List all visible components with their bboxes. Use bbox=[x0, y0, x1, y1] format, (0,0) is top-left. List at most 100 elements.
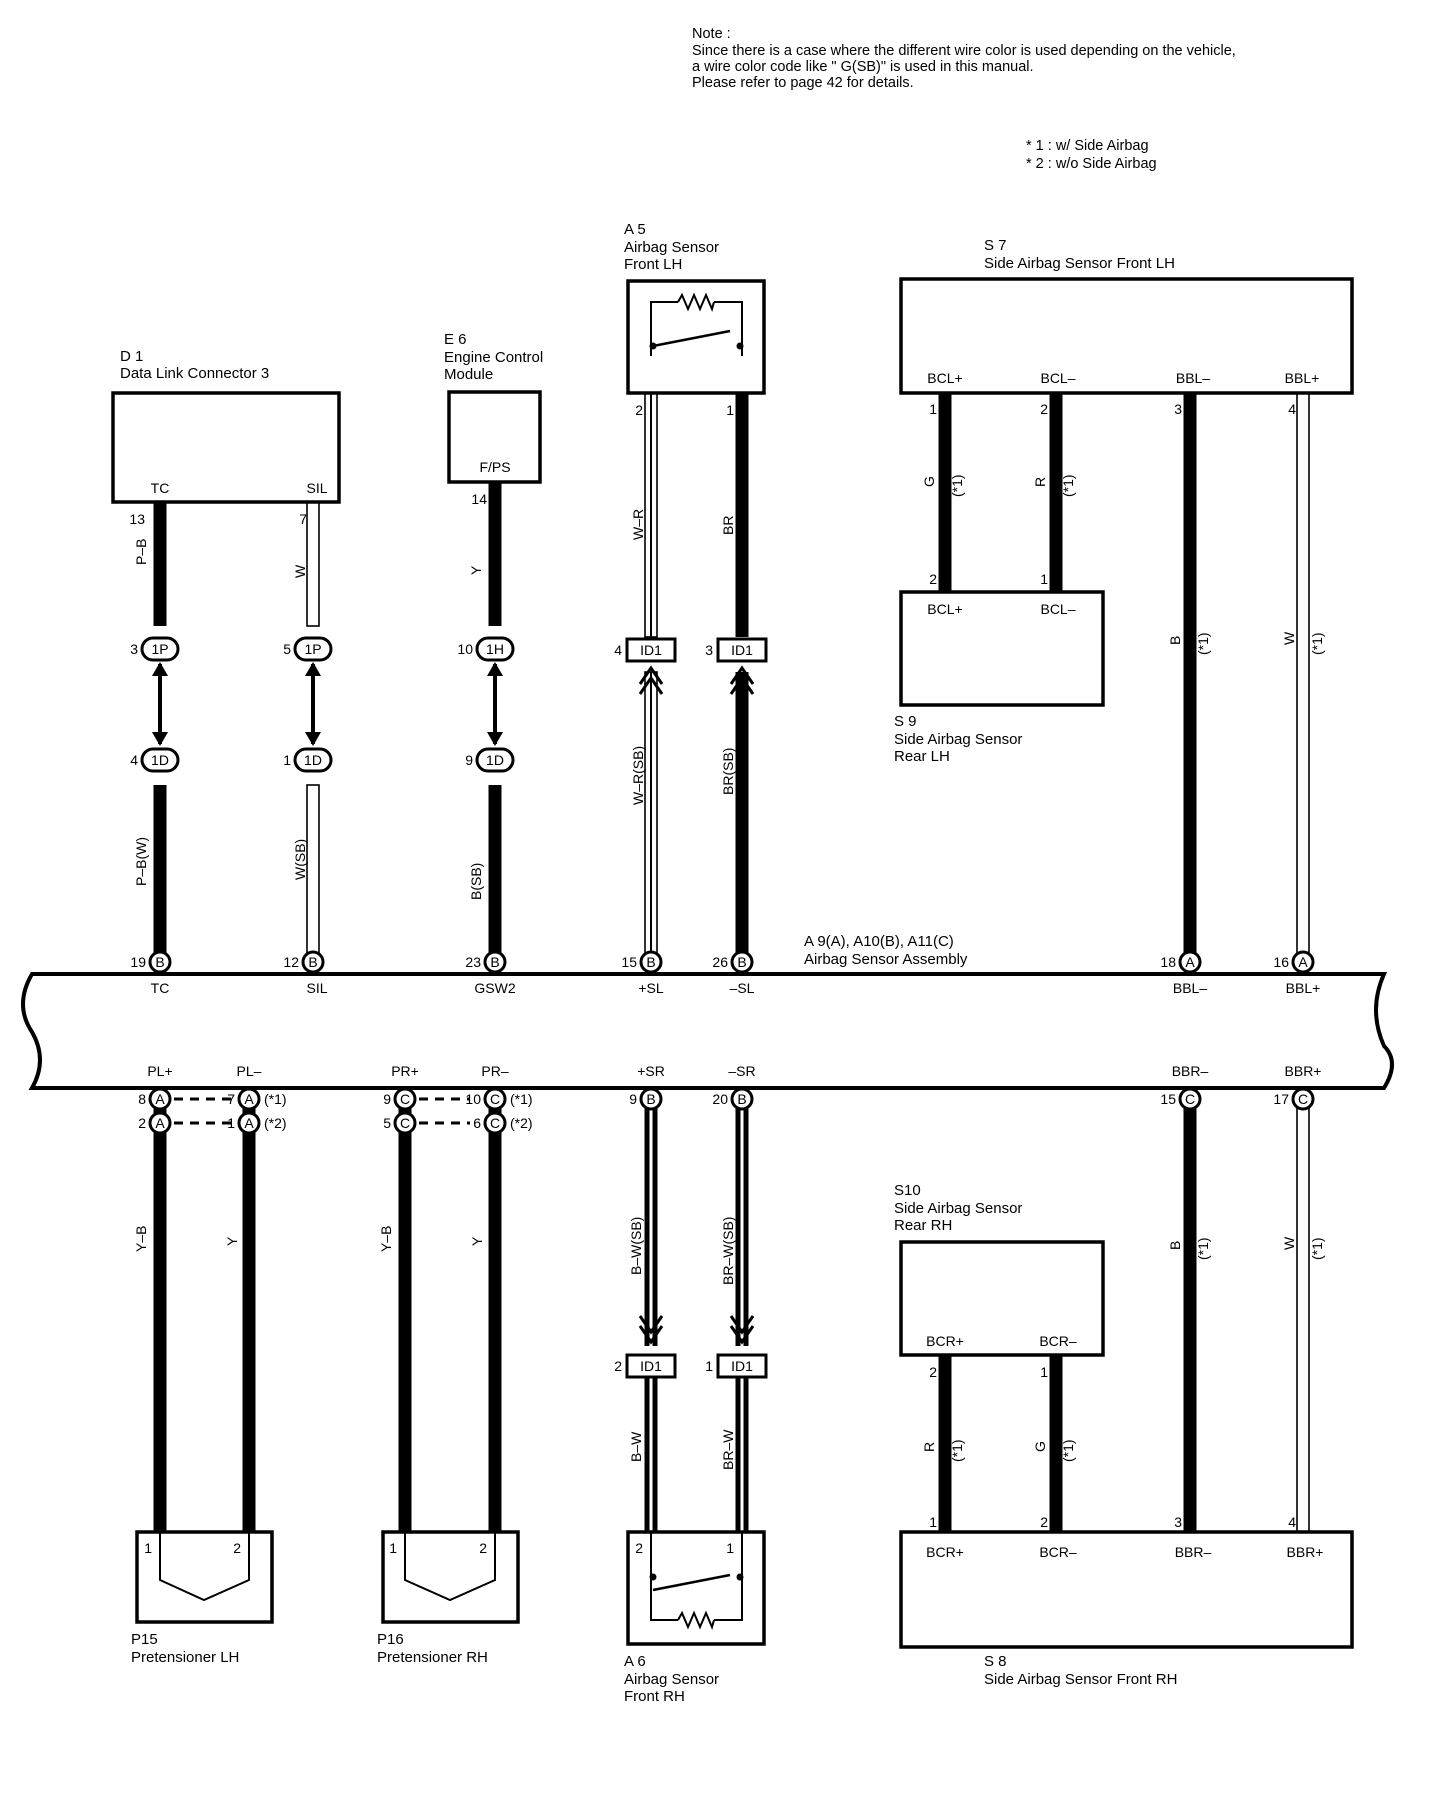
plug-chevron bbox=[729, 665, 755, 685]
pin-number: 6 bbox=[473, 1115, 481, 1131]
connector-circle bbox=[639, 1087, 663, 1111]
connector-tag: B bbox=[155, 954, 164, 970]
connector-circle bbox=[148, 1087, 172, 1111]
assembly-bottom-connectors: A 8 A 7 (*1) C 9 C 10 (*1) B 9 B 20 C 15… bbox=[138, 1087, 1315, 1111]
connector-circle bbox=[148, 950, 172, 974]
component-id: P15 bbox=[131, 1631, 158, 1648]
pin-number: 1 bbox=[929, 401, 937, 417]
pin-number: 2 bbox=[233, 1540, 241, 1556]
pin-number: 5 bbox=[383, 1115, 391, 1131]
upper-wire-labels: P–B P–B(W) W W(SB) Y B(SB) W–R W–R(SB) B… bbox=[133, 474, 1325, 900]
component-s9: BCL+ BCL– 2 1 S 9 Side Airbag Sensor Rea… bbox=[894, 571, 1105, 765]
component-name: Side Airbag Sensor bbox=[894, 1200, 1022, 1217]
component-name: Side Airbag Sensor Front RH bbox=[984, 1671, 1177, 1688]
wire-bbl-plus bbox=[1296, 392, 1310, 961]
pin-number: 1 bbox=[283, 752, 291, 768]
connector-tag: B bbox=[646, 1091, 655, 1107]
connector-1p: 1P 5 bbox=[283, 636, 333, 662]
wire-color-label: (*1) bbox=[1195, 1237, 1211, 1260]
note: Note : Since there is a case where the d… bbox=[692, 26, 1236, 91]
component-name: Front RH bbox=[624, 1688, 685, 1705]
connector-circle bbox=[1291, 950, 1315, 974]
component-a5: A 5 Airbag Sensor Front LH 2 1 bbox=[624, 221, 766, 418]
wire-color-label: W–R bbox=[630, 509, 646, 540]
component-s7: S 7 Side Airbag Sensor Front LH BCL+ BCL… bbox=[899, 237, 1354, 417]
pin-number: 9 bbox=[629, 1091, 637, 1107]
plug-chevron bbox=[638, 1325, 664, 1345]
connector-circle bbox=[148, 1111, 172, 1135]
pin-number: 2 bbox=[138, 1115, 146, 1131]
wire-color-label: BR–W(SB) bbox=[720, 1217, 736, 1285]
connector-tag: ID1 bbox=[731, 1358, 753, 1374]
s9-box bbox=[899, 590, 1105, 707]
pin-label: BBR– bbox=[1175, 1544, 1212, 1560]
pin-number: 2 bbox=[1040, 1514, 1048, 1530]
component-name: Airbag Sensor bbox=[624, 239, 719, 256]
wire-color-label: B–W(SB) bbox=[628, 1217, 644, 1275]
pin-number: 13 bbox=[129, 511, 145, 527]
wire-color-label: (*1) bbox=[949, 1439, 965, 1462]
pin-number: 2 bbox=[614, 1358, 622, 1374]
wire-color-label: R bbox=[921, 1442, 937, 1452]
pin-label: BBL+ bbox=[1286, 980, 1321, 996]
pin-label: TC bbox=[151, 480, 170, 496]
pin-number: 17 bbox=[1273, 1091, 1289, 1107]
component-id: S 9 bbox=[894, 713, 917, 730]
wire-color-label: (*1) bbox=[1195, 632, 1211, 655]
e6-box bbox=[447, 390, 542, 484]
pin-number: 1 bbox=[726, 1540, 734, 1556]
connector-tag: C bbox=[400, 1091, 410, 1107]
wire-color-label: Y–B bbox=[378, 1226, 394, 1252]
pin-number: 26 bbox=[712, 954, 728, 970]
connector-circle bbox=[730, 950, 754, 974]
pin-label: PL– bbox=[237, 1063, 262, 1079]
connector-tag: C bbox=[1185, 1091, 1195, 1107]
connector-circle bbox=[639, 950, 663, 974]
wire-color-label: W bbox=[292, 564, 308, 578]
pin-label: +SR bbox=[637, 1063, 665, 1079]
wire-color-label: Y bbox=[469, 1236, 485, 1246]
option-note: (*2) bbox=[510, 1115, 533, 1131]
pin-number: 2 bbox=[929, 571, 937, 587]
connector-1d: 1D 9 bbox=[465, 747, 515, 773]
pin-label: BCL– bbox=[1040, 370, 1075, 386]
pin-number: 1 bbox=[1040, 1364, 1048, 1380]
connector-circle bbox=[730, 1087, 754, 1111]
connector-tag: A bbox=[1298, 954, 1308, 970]
connector-1d: 1D 1 bbox=[283, 747, 333, 773]
pin-label: BBL– bbox=[1173, 980, 1207, 996]
pin-number: 3 bbox=[1174, 1514, 1182, 1530]
connector-circle bbox=[483, 1111, 507, 1135]
component-name: Module bbox=[444, 366, 493, 383]
connector-tag: ID1 bbox=[640, 1358, 662, 1374]
pin-number: 4 bbox=[1288, 401, 1296, 417]
pin-number: 16 bbox=[1273, 954, 1289, 970]
pin-number: 2 bbox=[1040, 401, 1048, 417]
component-s10: S10 Side Airbag Sensor Rear RH BCR+ BCR–… bbox=[894, 1182, 1105, 1380]
pin-number: 20 bbox=[712, 1091, 728, 1107]
wire-color-label: B(SB) bbox=[468, 863, 484, 900]
wire-color-label: R bbox=[1032, 477, 1048, 487]
plug-arrow bbox=[152, 662, 503, 746]
pin-label: BCR– bbox=[1039, 1333, 1077, 1349]
connector-tag: 1D bbox=[486, 752, 504, 768]
pin-label: BBR– bbox=[1172, 1063, 1209, 1079]
component-airbag-sensor-assembly: A 9(A), A10(B), A11(C) Airbag Sensor Ass… bbox=[21, 933, 1394, 1090]
connector-circle bbox=[393, 1087, 417, 1111]
pin-label: BCR+ bbox=[926, 1333, 964, 1349]
pin-label: F/PS bbox=[479, 459, 510, 475]
legend-item: * 1 : w/ Side Airbag bbox=[1026, 138, 1149, 154]
assembly-bottom-connectors-row2: A 2 A 1 (*2) C 5 C 6 (*2) bbox=[138, 1111, 533, 1135]
legend: * 1 : w/ Side Airbag * 2 : w/o Side Airb… bbox=[1026, 138, 1157, 172]
component-id: S 7 bbox=[984, 237, 1007, 254]
connector-tag: 1D bbox=[151, 752, 169, 768]
component-name: Rear LH bbox=[894, 748, 950, 765]
pin-label: BBL+ bbox=[1285, 370, 1320, 386]
p16-box bbox=[381, 1530, 520, 1624]
pin-label: PR+ bbox=[391, 1063, 419, 1079]
p16-squib bbox=[404, 1532, 496, 1602]
pin-number: 15 bbox=[1160, 1091, 1176, 1107]
component-name: Side Airbag Sensor Front LH bbox=[984, 255, 1175, 272]
connector-1h: 1H 10 bbox=[457, 636, 515, 662]
